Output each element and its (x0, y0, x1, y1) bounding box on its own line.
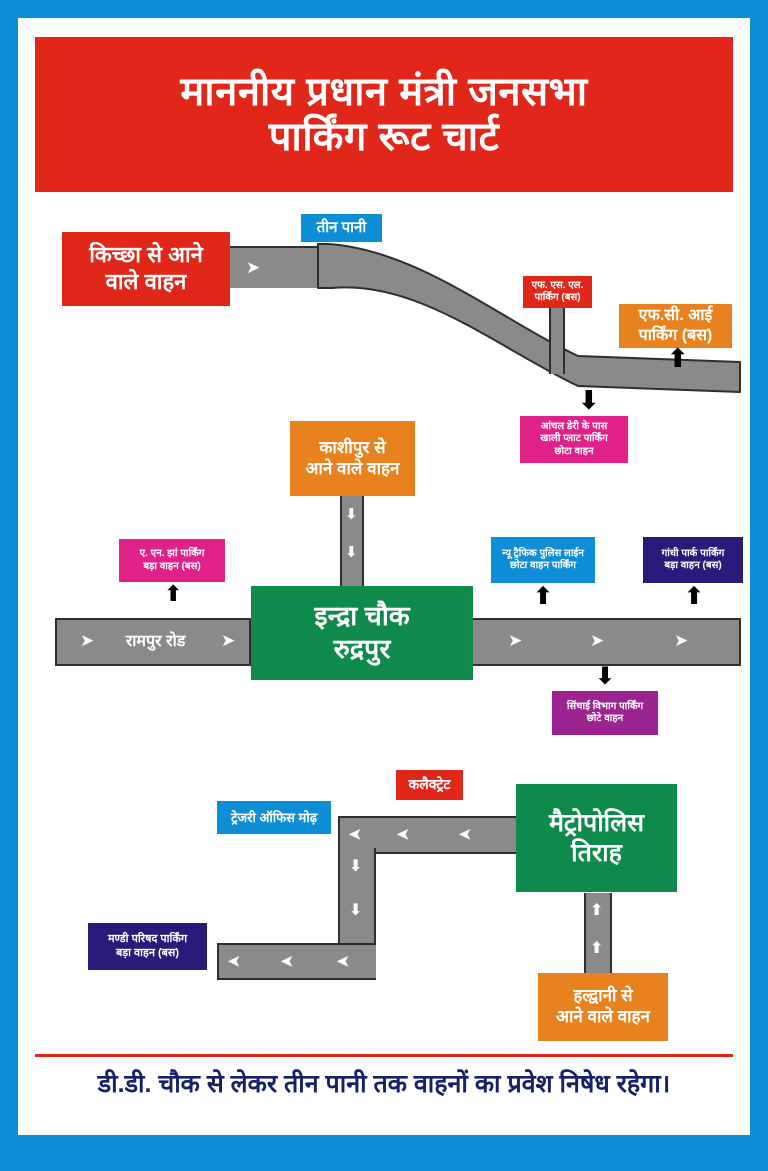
label-gandhi-park[interactable]: गांधी पार्क पार्किंग बड़ा वाहन (बस) (643, 537, 743, 583)
label-kichha-origin[interactable]: किच्छा से आने वाले वाहन (62, 232, 230, 306)
road-bottom-west (217, 943, 376, 980)
label-an-jha-line1: ए. एन. झां पार्किंग (139, 548, 205, 560)
bottom-arrow-left-2: ➤ (396, 825, 411, 844)
rampur-arrow-1: ➤ (80, 631, 95, 650)
label-new-traffic-police[interactable]: न्यू ट्रैफिक पुलिस लाईन छोटा वाहन पार्कि… (491, 537, 595, 583)
road-metropolis-west (338, 816, 523, 854)
label-mandi-line1: मण्डी परिषद पार्किंग (107, 933, 188, 946)
label-indra-line2: रुद्रपुर (333, 634, 391, 664)
arrow-up-an-jha: ⬆ (164, 582, 183, 607)
label-an-jha-parking[interactable]: ए. एन. झां पार्किंग बड़ा वाहन (बस) (119, 539, 225, 582)
label-indra-chowk[interactable]: इन्द्रा चौक रुद्रपुर (251, 586, 473, 680)
haldwani-arrow-up-1: ⬆ (590, 900, 604, 919)
label-fsl-parking[interactable]: एफ. एस. एल. पार्किंग (बस) (523, 276, 592, 308)
footer-divider (35, 1054, 733, 1057)
label-sinchai-line2: छोटे वाहन (586, 713, 624, 724)
label-anchal-line3: छोटा वाहन (554, 445, 594, 457)
poster-frame: माननीय प्रधान मंत्री जनसभा पार्किंग रूट … (18, 18, 750, 1135)
label-sinchai-vibhag[interactable]: सिंचाई विभाग पार्किंग छोटे वाहन (552, 691, 658, 735)
label-gandhi-line1: गांधी पार्क पार्किंग (661, 547, 725, 559)
road-kichha-straight (211, 246, 328, 288)
label-kichha-line1: किच्छा से आने (89, 242, 203, 268)
road-indra-right (470, 618, 741, 666)
road-kashipur-vertical (340, 496, 364, 588)
label-fsl-line1: एफ. एस. एल. (531, 279, 584, 291)
label-anchal-line2: खाली प्लाट पार्किंग (540, 433, 608, 445)
road-haldwani-north (584, 893, 612, 978)
label-an-jha-line2: बड़ा वाहन (बस) (143, 560, 201, 572)
label-traffic-line2: छोटा वाहन पार्किंग (510, 560, 576, 571)
label-metropolis-tiraha[interactable]: मैट्रोपोलिस तिराह (516, 784, 677, 892)
indra-right-arrow-1: ➤ (508, 631, 523, 650)
bottom-arrow-left-3: ➤ (458, 825, 473, 844)
road-arrow-right-1: ➤ (246, 258, 261, 277)
label-haldwani-line1: हल्द्वानी से (573, 986, 633, 1006)
label-collectorate[interactable]: कलैक्ट्रेट (396, 770, 463, 800)
bottom-arrow-left-5: ➤ (280, 952, 295, 971)
bottom-arrow-left-1: ➤ (348, 825, 363, 844)
arrow-up-fci: ⬆ (667, 344, 689, 374)
bottom-arrow-down-2: ⬇ (349, 900, 363, 919)
label-sinchai-line1: सिंचाई विभाग पार्किंग (566, 700, 644, 712)
label-fsl-line2: पार्किंग (बस) (534, 292, 581, 303)
road-arrow-down-1: ⬇ (345, 505, 358, 523)
footer-notice: डी.डी. चौक से लेकर तीन पानी तक वाहनों का… (97, 1070, 671, 1098)
label-teen-pani[interactable]: तीन पानी (301, 214, 382, 242)
label-kichha-line2: वाले वाहन (105, 269, 187, 294)
label-anchal-line1: आंचल डेरी के पास (540, 421, 608, 433)
label-rampur-road: रामपुर रोड (108, 624, 203, 660)
label-treasury-office[interactable]: ट्रेजरी ऑफिस मोढ़ (217, 801, 331, 834)
label-rampur-road-text: रामपुर रोड (125, 633, 186, 651)
label-kashipur-line1: काशीपुर से (319, 437, 386, 457)
bottom-arrow-left-4: ➤ (227, 952, 242, 971)
arrow-up-traffic-police: ⬆ (533, 582, 554, 610)
arrow-up-gandhi-park: ⬆ (684, 582, 705, 610)
bottom-arrow-left-6: ➤ (336, 952, 351, 971)
title-line-2: पार्किंग रूट चार्ट (268, 114, 500, 159)
curved-road-top (317, 243, 741, 393)
arrow-down-anchal: ⬇ (578, 386, 600, 416)
indra-right-arrow-2: ➤ (590, 631, 605, 650)
label-haldwani-line2: आने वाले वाहन (556, 1007, 650, 1026)
road-arrow-right-5: ➤ (528, 361, 546, 384)
rampur-arrow-2: ➤ (221, 631, 236, 650)
label-fci-parking[interactable]: एफ.सी. आई पार्किंग (बस) (619, 304, 732, 348)
label-kashipur-line2: आने वाले वाहन (305, 458, 400, 478)
label-fci-line1: एफ.सी. आई (638, 307, 713, 325)
label-fci-line2: पार्किंग (बस) (638, 327, 713, 344)
label-gandhi-line2: बड़ा वाहन (बस) (664, 560, 722, 571)
arrow-down-sinchai: ⬇ (595, 662, 616, 690)
label-teen-pani-text: तीन पानी (316, 218, 367, 236)
label-collectorate-text: कलैक्ट्रेट (408, 776, 451, 793)
haldwani-arrow-up-2: ⬆ (590, 938, 604, 957)
poster-title: माननीय प्रधान मंत्री जनसभा पार्किंग रूट … (35, 37, 733, 192)
label-traffic-line1: न्यू ट्रैफिक पुलिस लाईन (502, 547, 584, 559)
indra-right-arrow-3: ➤ (674, 631, 689, 650)
road-rampur-left (55, 618, 251, 666)
label-metropolis-line1: मैट्रोपोलिस (548, 808, 645, 837)
title-line-1: माननीय प्रधान मंत्री जनसभा (180, 69, 588, 114)
label-mandi-parishad[interactable]: मण्डी परिषद पार्किंग बड़ा वाहन (बस) (88, 923, 207, 970)
label-haldwani-origin[interactable]: हल्द्वानी से आने वाले वाहन (538, 973, 668, 1041)
label-kashipur-origin[interactable]: काशीपुर से आने वाले वाहन (290, 421, 415, 496)
label-mandi-line2: बड़ा वाहन (बस) (115, 946, 180, 959)
bottom-arrow-down-1: ⬇ (349, 856, 363, 875)
label-anchal-dairy[interactable]: आंचल डेरी के पास खाली प्लाट पार्किंग छोट… (520, 416, 628, 463)
road-arrow-down-2: ⬇ (345, 543, 358, 561)
label-treasury-text: ट्रेजरी ऑफिस मोढ़ (230, 809, 318, 825)
connector-fsl (549, 306, 565, 374)
label-indra-line1: इन्द्रा चौक (314, 601, 410, 632)
label-metropolis-line2: तिराह (571, 839, 622, 867)
